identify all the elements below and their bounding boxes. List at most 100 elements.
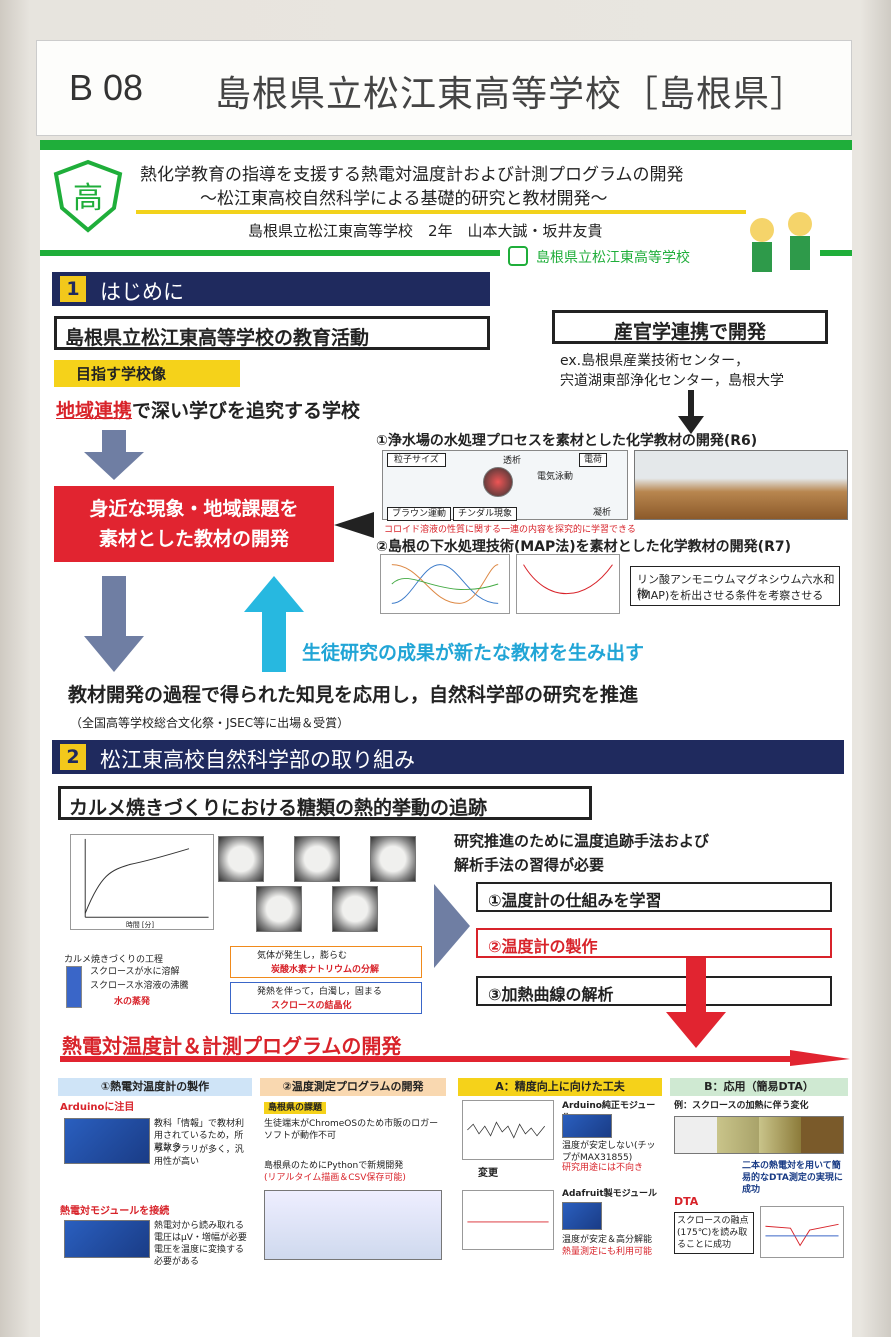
step1-box: ①温度計の仕組みを学習 xyxy=(476,882,832,912)
collab-title: 産官学連携で開発 xyxy=(552,310,828,344)
poster-title-line2: ～松江東高校自然科学による基礎的研究と教材開発～ xyxy=(200,189,608,209)
map-graph-1 xyxy=(380,554,510,614)
stable-temp-graph xyxy=(462,1190,554,1250)
booth-header: B 08 島根県立松江東高等学校［島根県］ xyxy=(36,40,852,136)
item1-label-tyndall: チンダル現象 xyxy=(453,507,518,521)
process-title: カルメ焼きづくりの工程 xyxy=(64,955,164,965)
p3-change: 変更 xyxy=(478,1168,498,1179)
section2-number: 2 xyxy=(60,744,86,770)
pointer-icon xyxy=(334,512,374,538)
proc3a: 発熱を伴って，白濁し，固まる xyxy=(257,987,382,997)
poster-title-line1: 熱化学教育の指導を支援する熱電対温度計および計測プログラムの開発 xyxy=(140,165,684,185)
item1-label-coagulation: 凝析 xyxy=(593,508,612,518)
booth-school-name: 島根県立松江東高等学校［島根県］ xyxy=(215,74,808,115)
conclusion: 教材開発の過程で得られた知見を応用し，自然科学部の研究を推進 xyxy=(68,684,639,706)
dish-photo-d xyxy=(256,886,302,932)
dish-photo-c xyxy=(370,836,416,882)
p1-a: Arduinoに注目 xyxy=(60,1102,135,1113)
panel2-title: ②温度測定プログラムの開発 xyxy=(260,1078,446,1096)
p2-b: 島根県のためにPythonで新規開発 xyxy=(264,1161,404,1171)
goal-red: 地域連携 xyxy=(56,400,133,422)
school-tag: 島根県立松江東高等学校 xyxy=(502,244,724,268)
down-arrow-icon-2 xyxy=(84,576,144,672)
mascots-icon xyxy=(750,212,812,272)
step3-box: ③加熱曲線の解析 xyxy=(476,976,832,1006)
goal-statement: 地域連携で深い学びを追究する学校 xyxy=(56,396,360,423)
p3-c: 研究用途には不向き xyxy=(562,1163,644,1173)
panel4: B：応用（簡易DTA） 例：スクロースの加熱に伴う変化 DTA 二本の熱電対を用… xyxy=(670,1078,848,1264)
goal-rest: で深い学びを追究する学校 xyxy=(132,400,361,422)
p1-c: ライブラリが多く，汎用性が高い xyxy=(154,1145,244,1167)
school-logo-icon: 高 xyxy=(53,159,123,233)
section3-title: 熱電対温度計＆計測プログラムの開発 xyxy=(62,1034,402,1058)
p3-f: 熱量測定にも利用可能 xyxy=(562,1247,653,1257)
proc1a: スクロースが水に溶解 xyxy=(90,967,180,977)
green-divider-right xyxy=(820,250,852,256)
item1-label-particle: 粒子サイズ xyxy=(387,453,446,467)
poster-authors: 島根県立松江東高等学校 2年 山本大誠・坂井友貴 xyxy=(248,222,603,240)
goal-tag: 目指す学校像 xyxy=(54,360,240,387)
item1-label-charge: 電荷 xyxy=(579,453,608,467)
down-arrow-icon-1 xyxy=(84,430,144,480)
cyan-statement: 生徒研究の成果が新たな教材を生み出す xyxy=(302,642,645,664)
booth-code: B 08 xyxy=(69,67,144,108)
p1-f: 電圧を温度に変換する必要がある xyxy=(154,1245,245,1267)
panel4-title: B：応用（簡易DTA） xyxy=(670,1078,848,1096)
item2-title: ②島根の下水処理技術(MAP法)を素材とした化学教材の開発(R7) xyxy=(376,539,791,555)
p3-b: 温度が安定しない(チップがMAX31855) xyxy=(562,1141,656,1163)
p3-e: 温度が安定＆高分解能 xyxy=(562,1235,653,1245)
module-photo xyxy=(64,1220,150,1258)
item2-note2: (MAP)を析出させる条件を考察させる xyxy=(637,589,824,602)
item1-title: ①浄水場の水処理プロセスを素材とした化学教材の開発(R6) xyxy=(376,433,758,449)
stage2-box: 気体が発生し，膨らむ 炭酸水素ナトリウムの分解 xyxy=(230,946,422,978)
logo-char: 高 xyxy=(73,181,103,216)
beaker-photo xyxy=(634,450,848,520)
panel2: ②温度測定プログラムの開発 島根県の課題 生徒端末がChromeOSのため市販の… xyxy=(260,1078,446,1264)
section2-header: 2 松江東高校自然科学部の取り組み xyxy=(52,740,844,774)
item1-label-electrophoresis: 電気泳動 xyxy=(537,472,574,482)
section1-subtitle: 島根県立松江東高等学校の教育活動 xyxy=(54,316,490,350)
panel3-title: A：精度向上に向けた工夫 xyxy=(458,1078,662,1096)
collab-arrow-icon xyxy=(678,390,704,434)
collab-body2: 宍道湖東部浄化センター，島根大学 xyxy=(560,373,784,389)
red-down-arrow-icon xyxy=(666,958,726,1048)
panel1-title: ①熱電対温度計の製作 xyxy=(58,1078,252,1096)
dish-photo-e xyxy=(332,886,378,932)
red-box-line2: 素材とした教材の開発 xyxy=(98,528,289,550)
stage3-box: 発熱を伴って，白濁し，固まる スクロースの結晶化 xyxy=(230,982,422,1014)
dish-photo-a xyxy=(218,836,264,882)
p2-a: 生徒端末がChromeOSのため市販のロガーソフトが動作不可 xyxy=(264,1119,439,1141)
program-screenshot xyxy=(264,1190,442,1260)
poster: 高 熱化学教育の指導を支援する熱電対温度計および計測プログラムの開発 ～松江東高… xyxy=(40,140,852,1337)
section2-title: 松江東高校自然科学部の取り組み xyxy=(100,748,415,772)
development-red-box: 身近な現象・地域課題を 素材とした教材の開発 xyxy=(54,486,334,562)
proc1b: スクロース水溶液の沸騰 xyxy=(90,981,189,991)
school-mini-logo-icon xyxy=(508,246,528,266)
green-divider xyxy=(40,250,500,256)
arduino-photo xyxy=(64,1118,150,1164)
item2-note: リン酸アンモニウムマグネシウム六水和物 (MAP)を析出させる条件を考察させる xyxy=(630,566,840,606)
p2-c: (リアルタイム描画＆CSV保存可能) xyxy=(264,1173,406,1183)
particle-photo xyxy=(483,467,513,497)
red-box-line1: 身近な現象・地域課題を xyxy=(89,498,299,520)
p1-d: 熱電対モジュールを接続 xyxy=(60,1206,170,1217)
section3-red-line xyxy=(60,1050,850,1066)
dta-photos xyxy=(674,1116,844,1154)
p4-c: スクロースの融点(175℃)を読み取ることに成功 xyxy=(674,1212,754,1254)
up-arrow-icon xyxy=(244,576,304,672)
map-graph-2 xyxy=(516,554,620,614)
collab-body1: ex.島根県産業技術センター， xyxy=(560,353,750,369)
section1-header: 1 はじめに xyxy=(52,272,490,306)
proc1c: 水の蒸発 xyxy=(114,997,151,1007)
p3-d: Adafruit製モジュール xyxy=(562,1189,657,1199)
adafruit-module-photo xyxy=(562,1202,602,1230)
section1-number: 1 xyxy=(60,276,86,302)
item1-label-brownian: ブラウン運動 xyxy=(387,507,452,521)
need2: 解析手法の習得が必要 xyxy=(454,856,605,874)
graph-xlabel: 時間 [分] xyxy=(126,920,154,929)
proc2a: 気体が発生し，膨らむ xyxy=(257,951,348,961)
section2-subtitle: カルメ焼きづくりにおける糖類の熱的挙動の追跡 xyxy=(58,786,592,820)
item1-figure: 粒子サイズ 透析 電荷 電気泳動 ブラウン運動 チンダル現象 凝析 xyxy=(382,450,628,521)
heating-curve-graph: 時間 [分] xyxy=(70,834,214,930)
noisy-temp-graph xyxy=(462,1100,554,1160)
